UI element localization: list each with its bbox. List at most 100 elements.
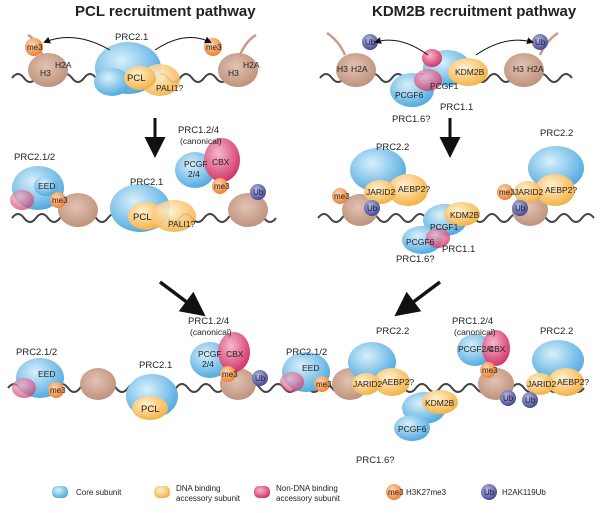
- eed-label: EED: [302, 363, 319, 373]
- pali1-label: PALI1?: [156, 83, 184, 93]
- cbx-label: CBX: [212, 157, 230, 167]
- prc21-label: PRC2.1: [130, 177, 163, 188]
- ub-mark: [532, 34, 548, 50]
- prc124-label: PRC1.2/4: [178, 125, 219, 136]
- pcgf-label: PCGF: [198, 349, 222, 359]
- prc16-label: PRC1.6?: [392, 114, 431, 125]
- legend-dna-label-1: DNA binding: [176, 484, 220, 493]
- prc16-label: PRC1.6?: [396, 254, 435, 265]
- pcl-subunit: [124, 66, 156, 90]
- h2a-label: H2A: [55, 60, 72, 70]
- pcgf24-label: 2/4: [188, 169, 200, 179]
- pcl-label: PCL: [127, 73, 145, 84]
- legend-nondna-swatch: [254, 486, 270, 498]
- ub-text: Ub: [253, 188, 264, 197]
- prc22-label: PRC2.2: [540, 128, 573, 139]
- h2a-label: H2A: [243, 60, 260, 70]
- legend-nondna-label-2: accessory subunit: [276, 494, 341, 503]
- prc124-label: PRC1.2/4: [188, 316, 229, 327]
- prc21-label: PRC2.1: [115, 32, 148, 43]
- legend-ub-icon: [481, 484, 497, 500]
- legend-core-swatch: [52, 486, 68, 498]
- me3-text: me3: [316, 380, 332, 389]
- prc124-label: PRC1.2/4: [452, 316, 493, 327]
- cbx-label: CBX: [488, 344, 506, 354]
- ub-text: Ub: [515, 204, 526, 213]
- prc11-label: PRC1.1: [442, 244, 475, 255]
- me3-text: me3: [27, 43, 43, 52]
- aebp2-label: AEBP2?: [398, 184, 430, 194]
- pcgf24-label: PCGF2/4: [458, 344, 494, 354]
- legend-me3-icon: [386, 484, 402, 500]
- prc22-label: PRC2.2: [540, 326, 573, 337]
- h3-label: H3: [228, 68, 239, 78]
- h3-label: H3: [40, 68, 51, 78]
- legend-me3-label: H3K27me3: [406, 488, 447, 497]
- me3-text: me3: [499, 188, 515, 197]
- eed-label: EED: [38, 369, 55, 379]
- aebp2-label: AEBP2?: [557, 377, 589, 387]
- row2-right: JARID2 AEBP2? PRC2.2 me3 Ub KDM2B PCGF1 …: [317, 128, 595, 265]
- prc212-label: PRC2.1/2: [16, 347, 57, 358]
- kdm2b-label: KDM2B: [425, 398, 455, 408]
- pcgf1-label: PCGF1: [430, 81, 459, 91]
- right-title: KDM2B recruitment pathway: [372, 3, 577, 20]
- legend-ub-icon-text: Ub: [484, 488, 495, 497]
- pcgf6-label: PCGF6: [406, 237, 435, 247]
- ub-text: Ub: [525, 396, 536, 405]
- canonical-label: (canonical): [180, 136, 222, 146]
- ub-text: Ub: [365, 38, 376, 47]
- nucleosome: [28, 53, 68, 87]
- eed-label: EED: [38, 181, 55, 191]
- nucleosome: [336, 53, 376, 87]
- me3-text: me3: [52, 196, 68, 205]
- me3-text: me3: [334, 192, 350, 201]
- prc16-label: PRC1.6?: [356, 455, 395, 466]
- pcgf24-label: 2/4: [202, 359, 214, 369]
- jarid2-label: JARID2: [366, 187, 396, 197]
- arrow-right-merge: [394, 280, 442, 317]
- legend-dna-swatch: [154, 486, 170, 498]
- me3-mark: [25, 38, 43, 56]
- legend: Core subunit DNA binding accessory subun…: [52, 484, 546, 503]
- me3-text: me3: [50, 386, 66, 395]
- legend-nondna-label-1: Non-DNA binding: [276, 484, 338, 493]
- cbx-label: CBX: [226, 349, 244, 359]
- pcl-label: PCL: [141, 404, 159, 415]
- prc11-label: PRC1.1: [440, 102, 473, 113]
- h2a-label: H2A: [351, 64, 368, 74]
- row1-left: me3 me3 H3 H2A H3 H2A PCL PALI1? PRC2.1: [11, 32, 260, 96]
- prc21-label: PRC2.1: [139, 360, 172, 371]
- jarid2-label: JARID2: [353, 379, 383, 389]
- prc22-label: PRC2.2: [376, 142, 409, 153]
- pcl-label: PCL: [133, 212, 151, 223]
- kdm2b-label: KDM2B: [455, 67, 485, 77]
- ub-text: Ub: [503, 394, 514, 403]
- prc22-label: PRC2.2: [376, 326, 409, 337]
- row2-left: EED me3 PRC2.1/2 PCL PALI1? PRC2.1 me3 P…: [10, 125, 277, 232]
- me3-text: me3: [222, 370, 238, 379]
- aebp2-label: AEBP2?: [382, 377, 414, 387]
- me3-text: me3: [206, 43, 222, 52]
- kdm2b-subunit: [448, 58, 488, 86]
- legend-me3-icon-text: me3: [388, 488, 404, 497]
- row1-right: Ub Ub H3 H2A H3 H2A KDM2B PCGF1 PCGF6 PR…: [319, 31, 573, 125]
- left-title: PCL recruitment pathway: [75, 3, 256, 20]
- legend-core-label: Core subunit: [76, 488, 122, 497]
- pcgf6-label: PCGF6: [395, 90, 424, 100]
- canonical-label: (canonical): [190, 327, 232, 337]
- ub-text: Ub: [255, 374, 266, 383]
- pcgf1-label: PCGF1: [430, 222, 459, 232]
- ub-text: Ub: [367, 204, 378, 213]
- h3-label: H3: [513, 64, 524, 74]
- legend-dna-label-2: accessory subunit: [176, 494, 241, 503]
- pali1-label: PALI1?: [168, 219, 196, 229]
- nucleosome: [218, 53, 258, 87]
- arrow-left-merge: [158, 280, 206, 317]
- h3-label: H3: [337, 64, 348, 74]
- me3-text: me3: [214, 182, 230, 191]
- jarid2-label: JARID2: [527, 379, 557, 389]
- h2a-label: H2A: [527, 64, 544, 74]
- kdm2b-label: KDM2B: [450, 210, 480, 220]
- nucleosome: [504, 53, 544, 87]
